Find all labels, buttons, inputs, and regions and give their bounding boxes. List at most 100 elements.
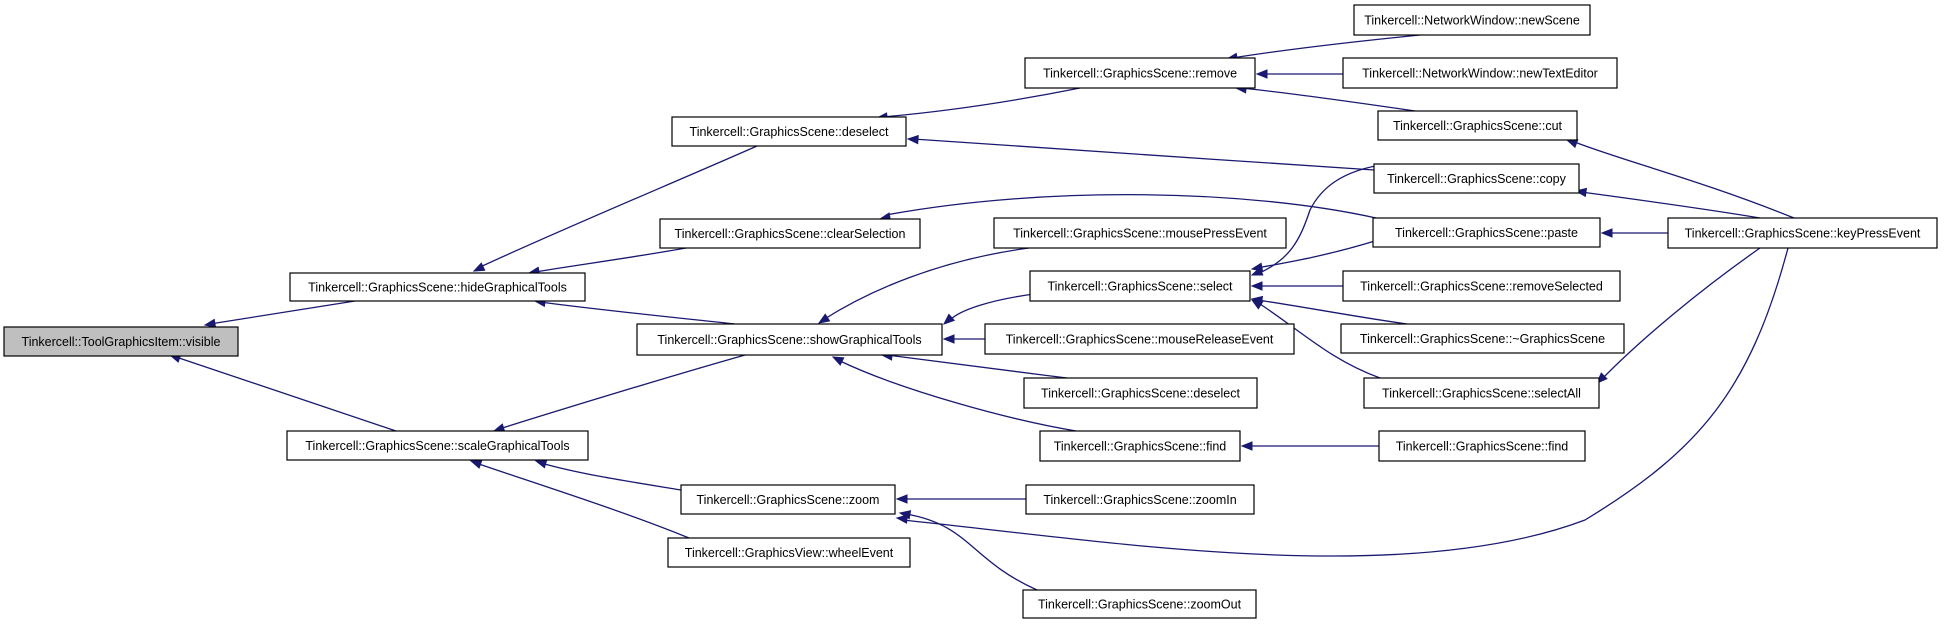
node-box	[1039, 430, 1241, 462]
node-clearSel[interactable]: Tinkercell::GraphicsScene::clearSelectio…	[659, 218, 921, 249]
edge-paste-to-clearSel	[878, 194, 1377, 222]
edge-paste-to-select	[1250, 239, 1379, 272]
node-label: Tinkercell::GraphicsScene::deselect	[690, 125, 889, 139]
arrowhead	[1250, 299, 1264, 310]
edge-find1-to-showTools	[831, 356, 1077, 432]
node-label: Tinkercell::GraphicsScene::selectAll	[1382, 387, 1581, 401]
node-label: Tinkercell::GraphicsScene::zoomOut	[1038, 598, 1242, 612]
node-box	[3, 326, 239, 357]
edge-keyPress-to-copy	[1574, 187, 1761, 219]
node-wheel[interactable]: Tinkercell::GraphicsView::wheelEvent	[667, 537, 911, 568]
edge-keyPress-to-selectAll	[1596, 247, 1761, 384]
node-box	[671, 116, 907, 147]
arrowhead	[472, 262, 486, 272]
node-deselect1[interactable]: Tinkercell::GraphicsScene::deselect	[671, 116, 907, 147]
arrowhead	[895, 494, 908, 504]
node-label: Tinkercell::GraphicsScene::select	[1047, 280, 1233, 294]
arrowhead	[1240, 441, 1253, 451]
node-label: Tinkercell::GraphicsScene::removeSelecte…	[1360, 280, 1603, 294]
node-box	[984, 323, 1295, 355]
node-removeSelected[interactable]: Tinkercell::GraphicsScene::removeSelecte…	[1342, 270, 1621, 302]
nodes-layer: Tinkercell::ToolGraphicsItem::visibleTin…	[3, 4, 1938, 619]
node-label: Tinkercell::GraphicsScene::paste	[1395, 226, 1578, 240]
edge-line	[1256, 301, 1381, 379]
edge-hideTools-to-visible	[203, 300, 356, 329]
edge-scaleTools-to-visible	[168, 353, 397, 432]
node-paste[interactable]: Tinkercell::GraphicsScene::paste	[1372, 217, 1601, 248]
node-box	[1340, 323, 1625, 354]
node-box	[1373, 163, 1580, 194]
edge-line	[175, 356, 397, 432]
node-destructor[interactable]: Tinkercell::GraphicsScene::~GraphicsScen…	[1340, 323, 1625, 354]
node-label: Tinkercell::NetworkWindow::newTextEditor	[1362, 67, 1598, 81]
arrowhead	[534, 459, 548, 469]
arrowhead	[469, 459, 483, 469]
edge-deselect2-to-showTools	[880, 351, 1068, 379]
node-label: Tinkercell::GraphicsScene::find	[1054, 440, 1227, 454]
edge-find2-to-find1	[1240, 441, 1379, 451]
node-select[interactable]: Tinkercell::GraphicsScene::select	[1029, 270, 1251, 302]
edge-wheel-to-scaleTools	[469, 459, 690, 539]
edge-keyPress-to-zoom	[895, 247, 1789, 557]
edge-line	[881, 87, 1081, 118]
node-newScene[interactable]: Tinkercell::NetworkWindow::newScene	[1353, 4, 1591, 36]
node-label: Tinkercell::GraphicsScene::copy	[1387, 172, 1567, 186]
node-label: Tinkercell::GraphicsScene::keyPressEvent	[1685, 227, 1921, 241]
node-box	[1667, 217, 1938, 249]
node-keyPress[interactable]: Tinkercell::GraphicsScene::keyPressEvent	[1667, 217, 1938, 249]
node-visible[interactable]: Tinkercell::ToolGraphicsItem::visible	[3, 326, 239, 357]
node-box	[1029, 270, 1251, 302]
edge-line	[949, 293, 1035, 321]
edge-zoom-to-scaleTools	[534, 459, 682, 491]
node-box	[667, 537, 911, 568]
edge-zoomIn-to-zoom	[895, 494, 1026, 504]
edge-line	[837, 359, 1077, 432]
edge-line	[1571, 140, 1795, 219]
arrowhead	[1250, 262, 1264, 272]
node-find1[interactable]: Tinkercell::GraphicsScene::find	[1039, 430, 1241, 462]
node-label: Tinkercell::GraphicsScene::scaleGraphica…	[305, 439, 569, 453]
node-box	[1022, 589, 1257, 619]
node-selectAll[interactable]: Tinkercell::GraphicsScene::selectAll	[1363, 377, 1600, 409]
node-box	[1363, 377, 1600, 409]
node-label: Tinkercell::GraphicsScene::zoomIn	[1043, 493, 1236, 507]
node-zoom[interactable]: Tinkercell::GraphicsScene::zoom	[680, 484, 896, 515]
node-newTextEditor[interactable]: Tinkercell::NetworkWindow::newTextEditor	[1342, 57, 1618, 89]
node-copy[interactable]: Tinkercell::GraphicsScene::copy	[1373, 163, 1580, 194]
node-scaleTools[interactable]: Tinkercell::GraphicsScene::scaleGraphica…	[286, 430, 589, 461]
edge-line	[1256, 163, 1389, 275]
node-label: Tinkercell::GraphicsView::wheelEvent	[685, 546, 894, 560]
node-label: Tinkercell::GraphicsScene::remove	[1043, 67, 1237, 81]
node-showTools[interactable]: Tinkercell::GraphicsScene::showGraphical…	[636, 323, 943, 356]
node-hideTools[interactable]: Tinkercell::GraphicsScene::hideGraphical…	[289, 272, 586, 302]
edge-mousePress-to-showTools	[817, 247, 1030, 324]
node-zoomIn[interactable]: Tinkercell::GraphicsScene::zoomIn	[1025, 484, 1255, 515]
arrowhead	[1600, 228, 1613, 238]
node-deselect2[interactable]: Tinkercell::GraphicsScene::deselect	[1023, 377, 1258, 409]
node-box	[1378, 430, 1586, 462]
node-label: Tinkercell::GraphicsScene::mouseReleaseE…	[1006, 333, 1274, 347]
edge-remove-to-deselect1	[875, 87, 1081, 122]
node-find2[interactable]: Tinkercell::GraphicsScene::find	[1378, 430, 1586, 462]
node-box	[1377, 110, 1578, 141]
edges-layer	[168, 34, 1795, 591]
edge-line	[209, 300, 356, 325]
edge-removeSelected-to-select	[1250, 281, 1343, 291]
node-box	[286, 430, 589, 461]
edge-line	[905, 513, 1038, 591]
arrowhead	[203, 318, 217, 329]
node-zoomOut[interactable]: Tinkercell::GraphicsScene::zoomOut	[1022, 589, 1257, 619]
node-cut[interactable]: Tinkercell::GraphicsScene::cut	[1377, 110, 1578, 141]
edge-newTextEditor-to-remove	[1255, 69, 1343, 79]
node-mousePress[interactable]: Tinkercell::GraphicsScene::mousePressEve…	[993, 217, 1287, 249]
node-box	[1342, 57, 1618, 89]
node-box	[659, 218, 921, 249]
node-box	[680, 484, 896, 515]
node-label: Tinkercell::GraphicsScene::find	[1396, 440, 1569, 454]
edge-line	[534, 247, 687, 273]
edge-copy-to-deselect1	[906, 134, 1375, 171]
node-mouseRelease[interactable]: Tinkercell::GraphicsScene::mouseReleaseE…	[984, 323, 1295, 355]
node-label: Tinkercell::ToolGraphicsItem::visible	[22, 335, 221, 349]
node-remove[interactable]: Tinkercell::GraphicsScene::remove	[1024, 57, 1256, 89]
